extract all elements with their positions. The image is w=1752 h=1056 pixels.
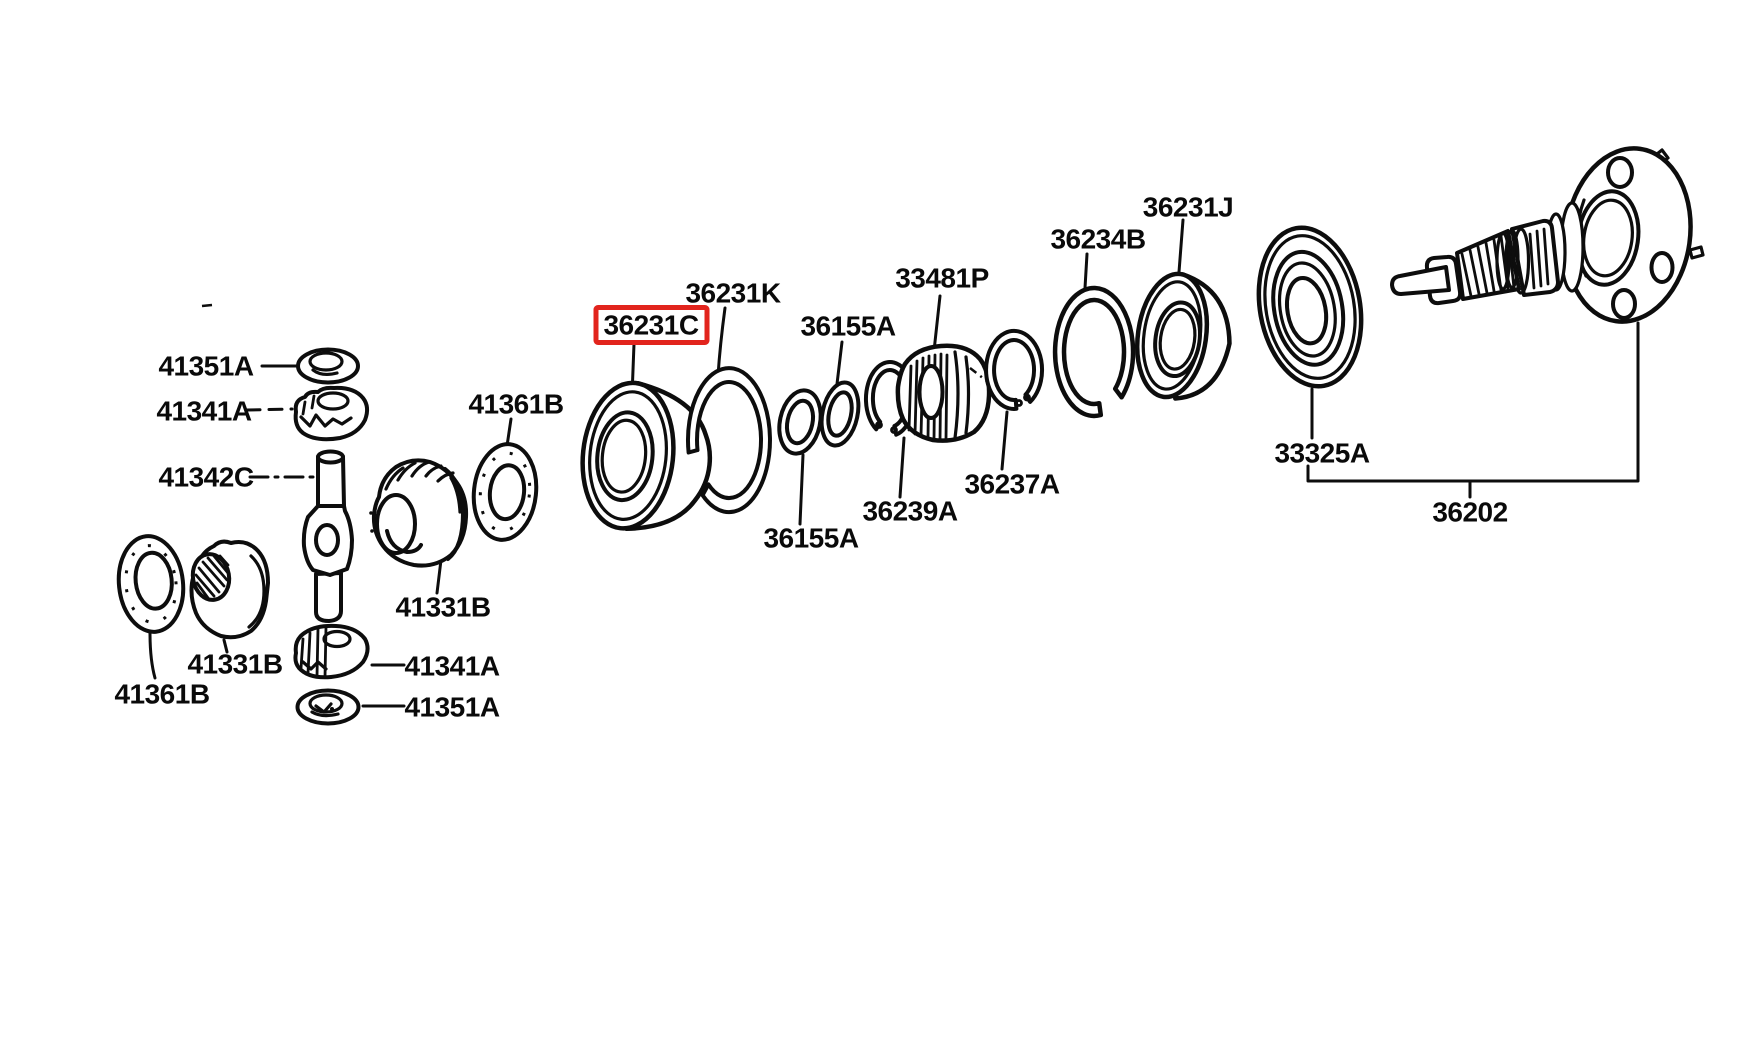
part-drawing-41331b-right <box>369 458 469 568</box>
leader-lines <box>148 218 1640 708</box>
part-label-41361b-bottom[interactable]: 41361B <box>114 679 210 710</box>
part-label-36231j[interactable]: 36231J <box>1143 192 1234 223</box>
highlight-box <box>593 305 710 345</box>
part-label-41341a-top[interactable]: 41341A <box>156 396 252 427</box>
part-drawing-36155a-right <box>819 380 861 448</box>
leader-41361b-bottom <box>148 631 157 680</box>
leader-36237a <box>1000 410 1009 471</box>
part-label-36239a[interactable]: 36239A <box>862 496 958 527</box>
part-label-36155a-bottom[interactable]: 36155A <box>763 523 859 554</box>
part-drawing-41342c <box>301 449 354 623</box>
part-label-33325a[interactable]: 33325A <box>1274 438 1370 469</box>
part-label-33481p[interactable]: 33481P <box>895 263 989 294</box>
part-drawing-36231j <box>1135 271 1232 401</box>
leader-41331b-right <box>435 558 443 595</box>
part-drawing-36231c <box>580 380 713 532</box>
part-label-36155a-top[interactable]: 36155A <box>800 311 896 342</box>
part-drawing-36155a-left <box>777 388 823 456</box>
leader-41341a-top <box>245 407 294 412</box>
leader-33481p <box>932 294 942 353</box>
leader-36231k <box>716 306 727 378</box>
part-label-41361b-top[interactable]: 41361B <box>468 389 564 420</box>
part-drawing-41351a-top <box>296 347 360 385</box>
leader-41331b-left <box>222 638 229 654</box>
part-drawing-41361b-top <box>471 442 539 542</box>
part-label-36231c-highlighted[interactable]: 36231C <box>603 310 699 341</box>
part-label-41351a-bottom[interactable]: 41351A <box>404 692 500 723</box>
leader-36234b <box>1083 252 1089 290</box>
part-label-41331b-right[interactable]: 41331B <box>395 592 491 623</box>
part-drawing-41351a-bottom <box>295 688 361 726</box>
leader-36155a-bottom <box>798 453 805 526</box>
leader-36231j <box>1177 218 1185 274</box>
part-drawing-41361b-bottom <box>116 534 186 634</box>
axis-dash-line <box>969 367 989 383</box>
part-labels: 41351A 41341A 41342C 41361B 41331B 41331… <box>114 192 1508 723</box>
scan-artifact-dash <box>201 303 213 308</box>
part-label-36234b[interactable]: 36234B <box>1050 224 1146 255</box>
leader-bracket-36202 <box>1306 321 1640 483</box>
part-drawing-36202-axle-shaft <box>1390 146 1705 324</box>
part-drawing-36237a <box>984 328 1045 411</box>
part-drawing-41341a-top <box>293 385 370 442</box>
part-drawing-33325a <box>1256 225 1364 389</box>
part-drawing-41331b-left <box>189 539 270 640</box>
part-label-41351a-top[interactable]: 41351A <box>158 351 254 382</box>
leader-36239a <box>898 436 906 499</box>
part-label-36231k[interactable]: 36231K <box>685 278 781 309</box>
part-label-41341a-bottom[interactable]: 41341A <box>404 651 500 682</box>
part-drawing-36231k <box>685 366 772 515</box>
leader-41361b-top <box>505 417 513 448</box>
leader-36155a-top <box>835 340 844 386</box>
part-label-41342c[interactable]: 41342C <box>158 462 254 493</box>
part-label-41331b-left[interactable]: 41331B <box>187 649 283 680</box>
part-label-36237a[interactable]: 36237A <box>964 469 1060 500</box>
part-drawing-36234b <box>1052 285 1136 419</box>
part-drawing-33481p <box>895 343 992 443</box>
part-drawing-41341a-bottom <box>293 623 370 680</box>
part-label-36202[interactable]: 36202 <box>1432 497 1508 528</box>
